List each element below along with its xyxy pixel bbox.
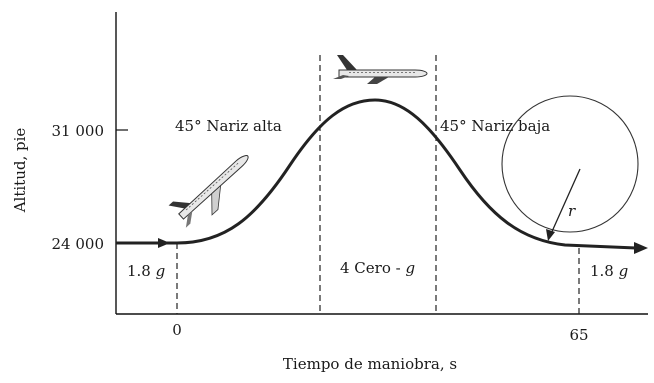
curvature-circle	[501, 95, 639, 233]
y-tick-label-24000: 24 000	[52, 235, 105, 253]
x-axis-label: Tiempo de maniobra, s	[283, 355, 457, 373]
zero-g-label: 4 Cero - g	[340, 259, 415, 277]
load-factor-right: 1.8 g	[590, 262, 628, 280]
x-tick-label-0: 0	[172, 321, 182, 339]
y-tick-label-31000: 31 000	[52, 122, 105, 140]
airplane-level-icon	[333, 55, 428, 84]
radius-label: r	[568, 202, 576, 220]
flight-path-curve	[116, 98, 637, 250]
nose-up-label: 45° Nariz alta	[175, 117, 282, 135]
flight-path-start-arrow	[158, 238, 170, 248]
load-factor-left: 1.8 g	[127, 262, 165, 280]
airplane-climbing-icon	[168, 155, 249, 228]
flight-path-end-arrow	[634, 242, 648, 254]
y-axis-label: Altitud, pie	[11, 128, 29, 214]
nose-down-label: 45° Nariz baja	[440, 117, 550, 135]
x-tick-label-65: 65	[569, 326, 588, 344]
radius-arrowhead	[546, 229, 555, 241]
radius-line	[549, 168, 581, 237]
